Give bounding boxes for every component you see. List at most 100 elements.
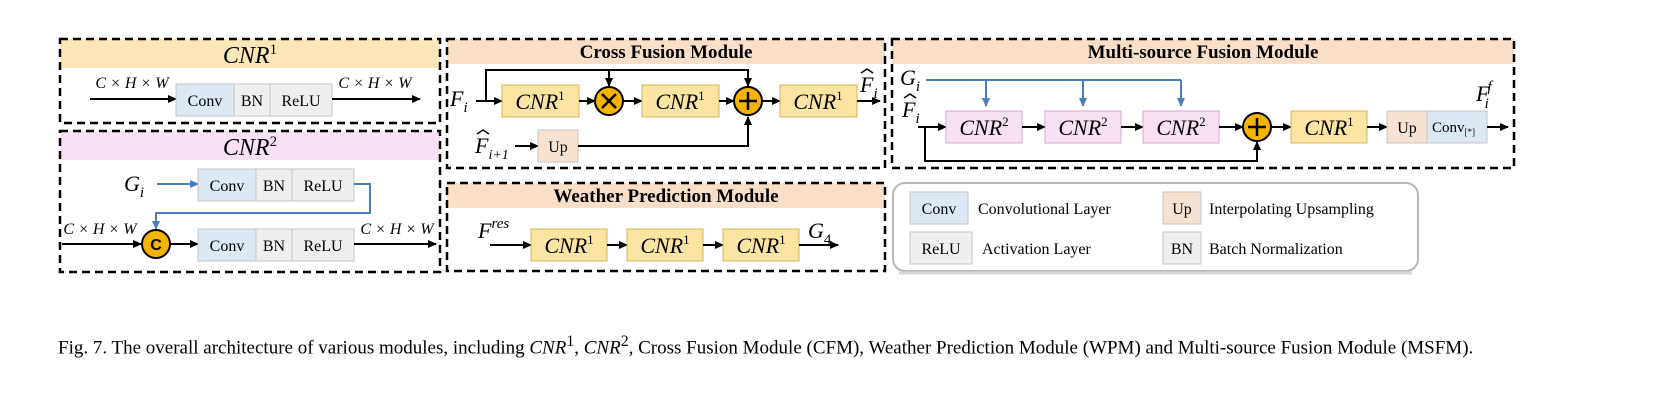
wpm-title-bar: [447, 183, 885, 208]
msfm-fi-hat: [903, 93, 917, 99]
cnr2-bottom-relu-label: ReLU: [303, 238, 343, 255]
legend-up-key: Up: [1172, 201, 1192, 218]
plus-icon: [739, 92, 757, 110]
legend-conv-key: Conv: [922, 201, 957, 218]
cnr1-frame: [58, 37, 442, 125]
cfm-up-label: Up: [548, 139, 568, 156]
cfm-output-label: Fi: [859, 72, 878, 102]
cnr2-bottom-conv-block: [197, 228, 257, 262]
msfm-title-bar: [892, 39, 1514, 64]
cfm-cnr1-label-a: CNR1: [515, 88, 564, 114]
msfm-fi-label: Fi: [901, 97, 920, 127]
cnr2-module: CNR2 Gi Conv BN ReLU C × H × W C Conv BN…: [58, 129, 442, 274]
cnr2-title: CNR2: [223, 134, 277, 161]
cnr1-relu-label: ReLU: [281, 93, 321, 110]
cnr2-output-dims: C × H × W: [360, 221, 435, 238]
cross-fusion-module: Cross Fusion Module Fi CNR1 CNR1 CNR1 Fi…: [445, 37, 887, 170]
wpm-cnr1-label-a: CNR1: [544, 232, 593, 258]
caption-cnr2: CNR: [583, 337, 621, 359]
cfm-up-block: [537, 129, 579, 163]
msfm-conv-label: Conv[*]: [1432, 120, 1475, 137]
legend-conv-swatch: [909, 191, 969, 225]
cfm-cnr1-block-a: [501, 84, 580, 118]
legend-bn-key: BN: [1171, 241, 1194, 258]
cfm-up-to-add-arrow: [578, 116, 752, 147]
wpm-cnr1-block-a: [530, 228, 608, 262]
msfm-frame: [890, 37, 1516, 170]
caption-cnr1: CNR: [529, 337, 567, 359]
cnr2-input-dims: C × H × W: [63, 221, 138, 238]
cnr1-output-dims: C × H × W: [338, 75, 413, 92]
legend-up-text: Interpolating Upsampling: [1209, 201, 1374, 218]
msfm-title: Multi-source Fusion Module: [1088, 42, 1319, 63]
wpm-cnr1-block-b: [626, 228, 704, 262]
wpm-cnr1-label-b: CNR1: [640, 232, 689, 258]
cnr1-title-bar: [60, 39, 440, 68]
cnr2-top-bn-label: BN: [263, 178, 286, 195]
architecture-diagram: CNR1 C × H × W Conv BN ReLU C × H × W CN…: [58, 37, 1516, 275]
msfm-cnr2-block-c: [1142, 110, 1220, 144]
cnr1-conv-block: [175, 83, 235, 117]
cnr2-frame: [58, 129, 442, 274]
multiply-icon: [601, 93, 617, 109]
legend-up-swatch: [1162, 191, 1202, 225]
legend: Conv Convolutional Layer Up Interpolatin…: [892, 182, 1419, 275]
legend-conv-text: Convolutional Layer: [978, 201, 1112, 218]
msfm-cnr2-label-a: CNR2: [959, 114, 1008, 140]
cnr2-bottom-conv-label: Conv: [210, 238, 245, 255]
wpm-title: Weather Prediction Module: [553, 186, 778, 207]
cnr2-top-conv-block: [197, 168, 257, 202]
cnr1-module: CNR1 C × H × W Conv BN ReLU C × H × W: [58, 37, 442, 125]
caption-cnr2-sup: 2: [620, 333, 629, 350]
cnr1-bn-label: BN: [241, 93, 264, 110]
caption-rest: , Cross Fusion Module (CFM), Weather Pre…: [628, 337, 1474, 359]
cfm-cnr1-label-b: CNR1: [655, 88, 704, 114]
cfm-title: Cross Fusion Module: [580, 42, 753, 63]
cfm-frame: [445, 37, 887, 170]
legend-bn-swatch: [1162, 231, 1202, 265]
cfm-fi1-label: Fi+1: [474, 133, 509, 163]
cfm-cnr1-block-c: [779, 84, 858, 118]
cnr2-top-conv-label: Conv: [210, 178, 245, 195]
cfm-cnr1-block-b: [641, 84, 720, 118]
multi-source-fusion-module: Multi-source Fusion Module Gi Fi CNR2 CN…: [890, 37, 1516, 170]
weather-prediction-module: Weather Prediction Module Fres CNR1 CNR1…: [445, 181, 887, 273]
cfm-fi1-hat: [476, 129, 490, 135]
msfm-cnr1-label: CNR1: [1304, 114, 1353, 140]
cnr2-title-bar: [60, 131, 440, 160]
cfm-output-hat: [860, 68, 874, 74]
cnr2-g-input-label: Gi: [124, 171, 144, 201]
cnr1-title: CNR1: [223, 42, 277, 69]
caption-separator: ,: [574, 337, 584, 359]
wpm-frame: [445, 181, 887, 273]
msfm-gi-label: Gi: [900, 65, 920, 95]
concat-operator-label: C: [150, 237, 162, 254]
msfm-plus-icon: [1248, 118, 1266, 136]
msfm-conv-block: [1426, 110, 1488, 144]
wpm-cnr1-label-c: CNR1: [736, 232, 785, 258]
cnr1-conv-label: Conv: [188, 93, 223, 110]
wpm-fres-label: Fres: [477, 216, 509, 243]
cfm-skip-to-add-arrow: [609, 69, 752, 87]
caption-prefix: Fig. 7. The overall architecture of vari…: [58, 337, 530, 359]
cnr1-input-dims: C × H × W: [95, 75, 170, 92]
cnr2-feedback-arrow: [152, 183, 371, 230]
wpm-g4-label: G4: [808, 218, 832, 248]
legend-relu-key: ReLU: [921, 241, 961, 258]
legend-bn-text: Batch Normalization: [1209, 241, 1343, 258]
legend-relu-text: Activation Layer: [982, 241, 1092, 258]
msfm-skip-arrow: [924, 127, 1261, 162]
wpm-cnr1-block-c: [722, 228, 800, 262]
cfm-cnr1-label-c: CNR1: [793, 88, 842, 114]
cnr2-top-relu-label: ReLU: [303, 178, 343, 195]
cfm-title-bar: [447, 39, 885, 64]
cnr2-bottom-relu-block: [291, 228, 355, 262]
cnr2-bottom-bn-label: BN: [263, 238, 286, 255]
cnr2-top-relu-block: [291, 168, 355, 202]
msfm-up-label: Up: [1397, 120, 1417, 137]
cfm-skip-to-mult-arrow: [485, 69, 613, 101]
msfm-cnr2-label-c: CNR2: [1156, 114, 1205, 140]
caption-cnr1-sup: 1: [566, 333, 575, 350]
cnr2-top-bn-block: [255, 168, 293, 202]
